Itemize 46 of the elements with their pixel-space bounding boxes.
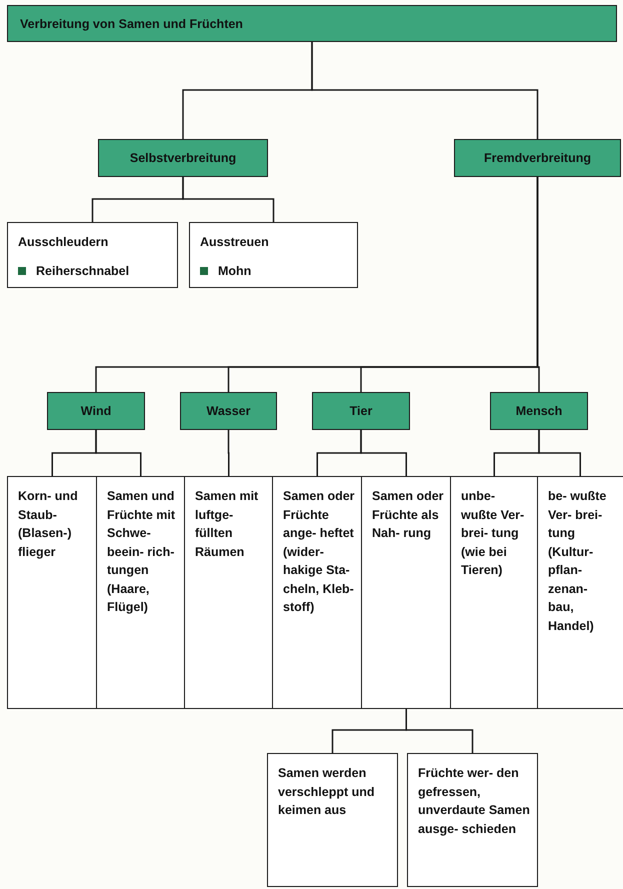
heading-box xyxy=(7,5,617,42)
connector-line xyxy=(360,430,407,476)
heading-box xyxy=(454,139,621,177)
connector-line xyxy=(536,177,540,392)
heading-box xyxy=(47,392,145,430)
text-box xyxy=(272,476,362,709)
connector-line xyxy=(311,42,538,139)
node-text: Korn- und Staub- (Blasen-) flieger xyxy=(18,488,79,561)
connector-line xyxy=(538,430,581,476)
heading-box xyxy=(98,139,268,177)
heading-label: Selbstverbreitung xyxy=(130,151,236,165)
text-box xyxy=(184,476,274,709)
connector-line xyxy=(95,430,142,476)
heading-box xyxy=(180,392,277,430)
connector-line xyxy=(182,177,274,222)
heading-label: Mensch xyxy=(516,404,562,418)
node-text: Samen mit luftge- füllten Räumen xyxy=(195,488,260,560)
heading-label: Wasser xyxy=(206,404,250,418)
heading-label: Wind xyxy=(80,404,112,418)
heading-label: Tier xyxy=(350,404,372,418)
node-text: Samen oder Früchte als Nah- rung xyxy=(372,488,444,542)
text-box xyxy=(7,222,178,288)
list-item: Mohn xyxy=(218,262,252,280)
text-box xyxy=(267,753,398,887)
text-box xyxy=(407,753,538,887)
node-text: Samen werden verschleppt und keimen aus xyxy=(278,765,376,819)
text-box xyxy=(450,476,538,709)
heading-box xyxy=(312,392,410,430)
node-text: be- wußte Ver- brei- tung (Kultur- pflan- zenan- bau, Handel) xyxy=(548,488,608,635)
list-item: Reiherschnabel xyxy=(36,262,130,280)
text-box xyxy=(189,222,358,288)
node-text: Ausstreuen xyxy=(200,234,270,251)
heading-box xyxy=(490,392,588,430)
node-text: Samen und Früchte mit Schwe- beein- rich- tungen (Haare, Flügel) xyxy=(107,488,176,616)
node-text: Samen oder Früchte ange- heftet (wider- hakige Sta- cheln, Kleb- stoff) xyxy=(283,488,356,616)
connector-line xyxy=(228,430,230,476)
node-text: unbe- wußte Ver- brei- tung (wie bei Tieren) xyxy=(461,488,526,579)
text-box xyxy=(361,476,452,709)
heading-label: Fremdverbreitung xyxy=(484,151,591,165)
node-text: Früchte wer- den gefressen, unverdaute Samen ausge- schieden xyxy=(418,765,531,838)
text-box xyxy=(7,476,98,709)
heading-label: Verbreitung von Samen und Früchten xyxy=(20,16,243,30)
connector-line xyxy=(406,709,474,753)
node-text: Ausschleudern xyxy=(18,234,110,251)
text-box xyxy=(96,476,186,709)
text-box xyxy=(537,476,623,709)
